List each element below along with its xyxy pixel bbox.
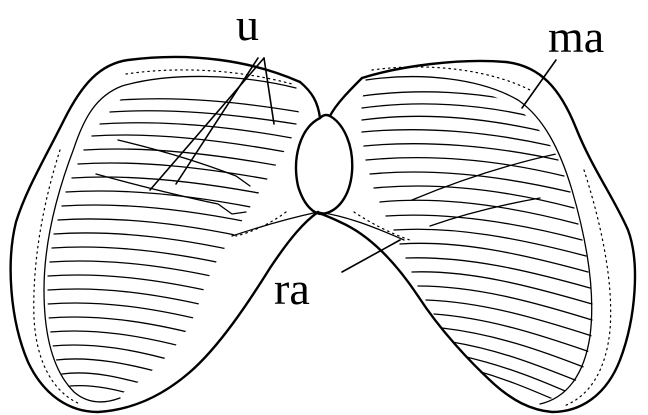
label-u: u: [236, 0, 259, 50]
right-teeth: [362, 92, 592, 402]
label-ra: ra: [274, 263, 310, 314]
label-ma: ma: [548, 11, 604, 62]
right-stipple: [372, 67, 611, 406]
u-leader-2: [264, 58, 274, 124]
ra-leader: [342, 240, 400, 272]
central-notch: [300, 78, 362, 118]
left-stipple: [34, 70, 292, 404]
central-oval: [296, 115, 352, 214]
center-stipple: [236, 212, 410, 240]
left-teeth: [48, 99, 300, 396]
